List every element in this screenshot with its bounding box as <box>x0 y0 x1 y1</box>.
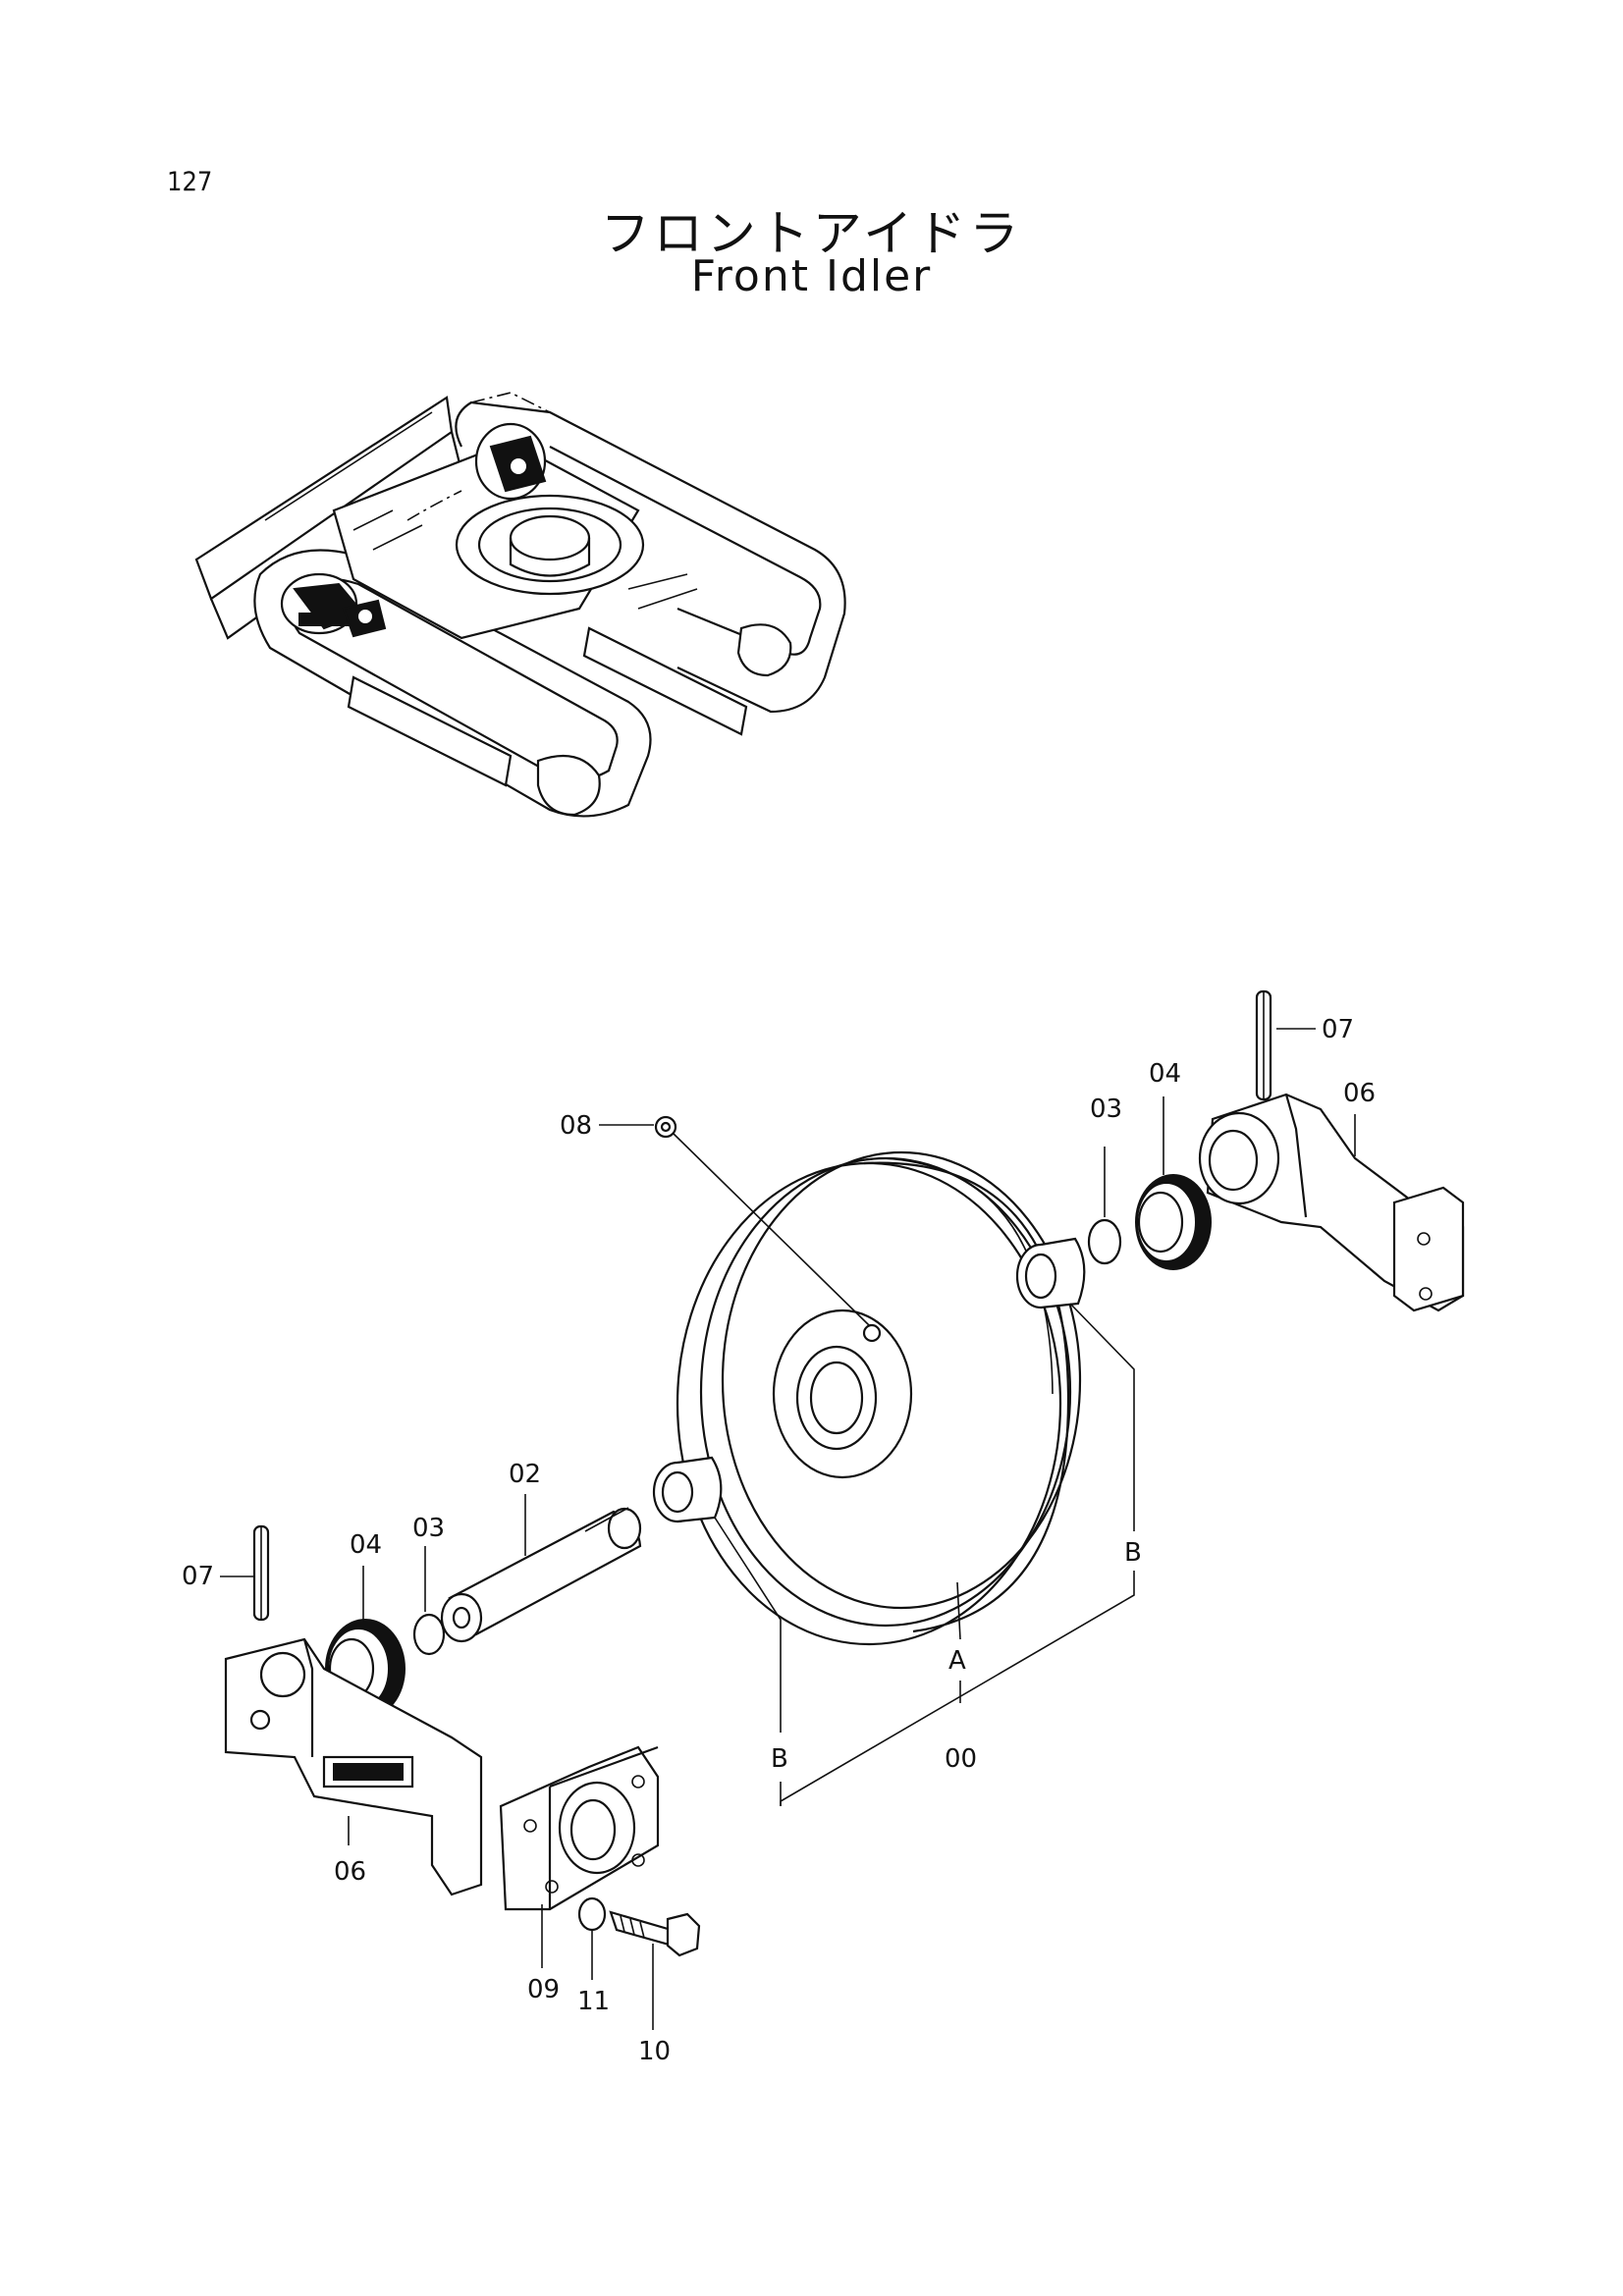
callout-09: 09 <box>527 1975 560 2004</box>
undercarriage-overview <box>194 392 846 818</box>
callout-04-left: 04 <box>350 1530 382 1560</box>
support-block <box>499 1745 660 1911</box>
bracket-left <box>224 1637 483 1896</box>
idler-shaft <box>440 1507 642 1643</box>
bushing-right <box>1015 1237 1086 1309</box>
callout-02: 02 <box>509 1460 541 1489</box>
callout-10: 10 <box>638 2037 671 2066</box>
page-number: 127 <box>167 167 213 197</box>
bracket-right <box>1198 1093 1465 1312</box>
floating-seal-right <box>1135 1174 1212 1270</box>
callout-06-left: 06 <box>334 1857 366 1887</box>
callout-07-left: 07 <box>182 1562 214 1591</box>
callout-b-left: B <box>771 1744 788 1774</box>
callout-labels: 08 07 04 06 03 02 07 04 03 B A B 00 06 0… <box>182 1015 1376 2066</box>
callout-07-right: 07 <box>1322 1015 1354 1044</box>
spring-pin-right <box>1255 989 1272 1101</box>
title-english: Front Idler <box>690 251 933 301</box>
plug <box>654 1115 677 1139</box>
callout-03-right: 03 <box>1090 1095 1122 1124</box>
callout-a: A <box>948 1646 966 1676</box>
o-ring-right <box>1087 1218 1122 1265</box>
lock-washer <box>577 1896 607 1932</box>
callout-04-right: 04 <box>1149 1059 1181 1089</box>
leader-lines <box>220 1028 1356 2030</box>
callout-00: 00 <box>945 1744 977 1774</box>
callout-03-left: 03 <box>412 1514 445 1543</box>
callout-11: 11 <box>577 1987 610 2016</box>
bushing-left <box>652 1456 723 1523</box>
callout-06-right: 06 <box>1343 1079 1376 1108</box>
callout-b-right: B <box>1124 1538 1142 1568</box>
title-japanese: フロントアイドラ <box>600 205 1023 262</box>
spring-pin-left <box>252 1524 270 1622</box>
o-ring-left <box>412 1613 446 1656</box>
callout-08: 08 <box>560 1111 592 1141</box>
idler-wheel <box>676 1150 1082 1646</box>
hex-bolt <box>609 1910 701 1957</box>
